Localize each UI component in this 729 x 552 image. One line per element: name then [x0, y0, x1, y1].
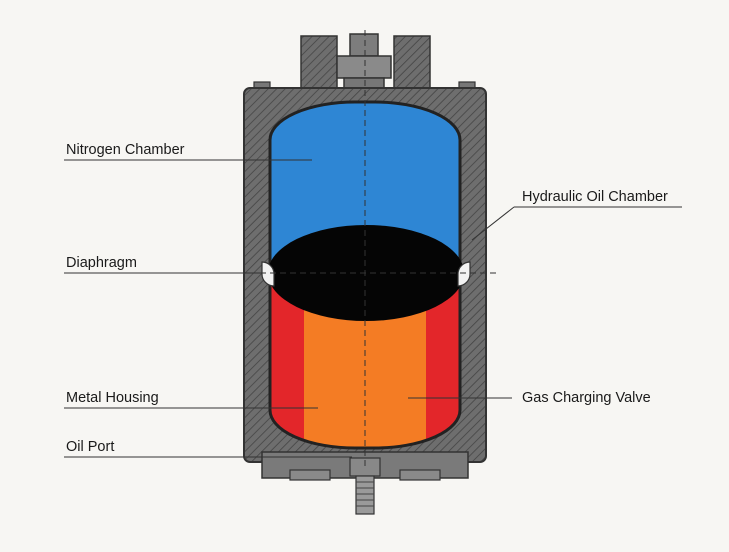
label-gas-charging-valve: Gas Charging Valve — [522, 390, 651, 406]
top-valve-cap — [349, 33, 379, 57]
label-diaphragm: Diaphragm — [66, 255, 137, 271]
top-left-lug — [300, 35, 338, 97]
label-hydraulic-oil-chamber: Hydraulic Oil Chamber — [522, 189, 668, 205]
top-valve-nut — [336, 55, 392, 79]
diaphragm-seal-left — [261, 261, 275, 287]
label-metal-housing: Metal Housing — [66, 390, 159, 406]
oil-port-stem — [355, 475, 375, 515]
diaphragm-seal-right — [457, 261, 471, 287]
bottom-foot-left — [289, 469, 331, 481]
label-nitrogen-chamber: Nitrogen Chamber — [66, 142, 185, 158]
oil-port-threads — [356, 481, 374, 507]
bottom-foot-right — [399, 469, 441, 481]
label-oil-port: Oil Port — [66, 439, 115, 455]
leader-hydraulic-oil-chamber-diag — [471, 206, 515, 241]
